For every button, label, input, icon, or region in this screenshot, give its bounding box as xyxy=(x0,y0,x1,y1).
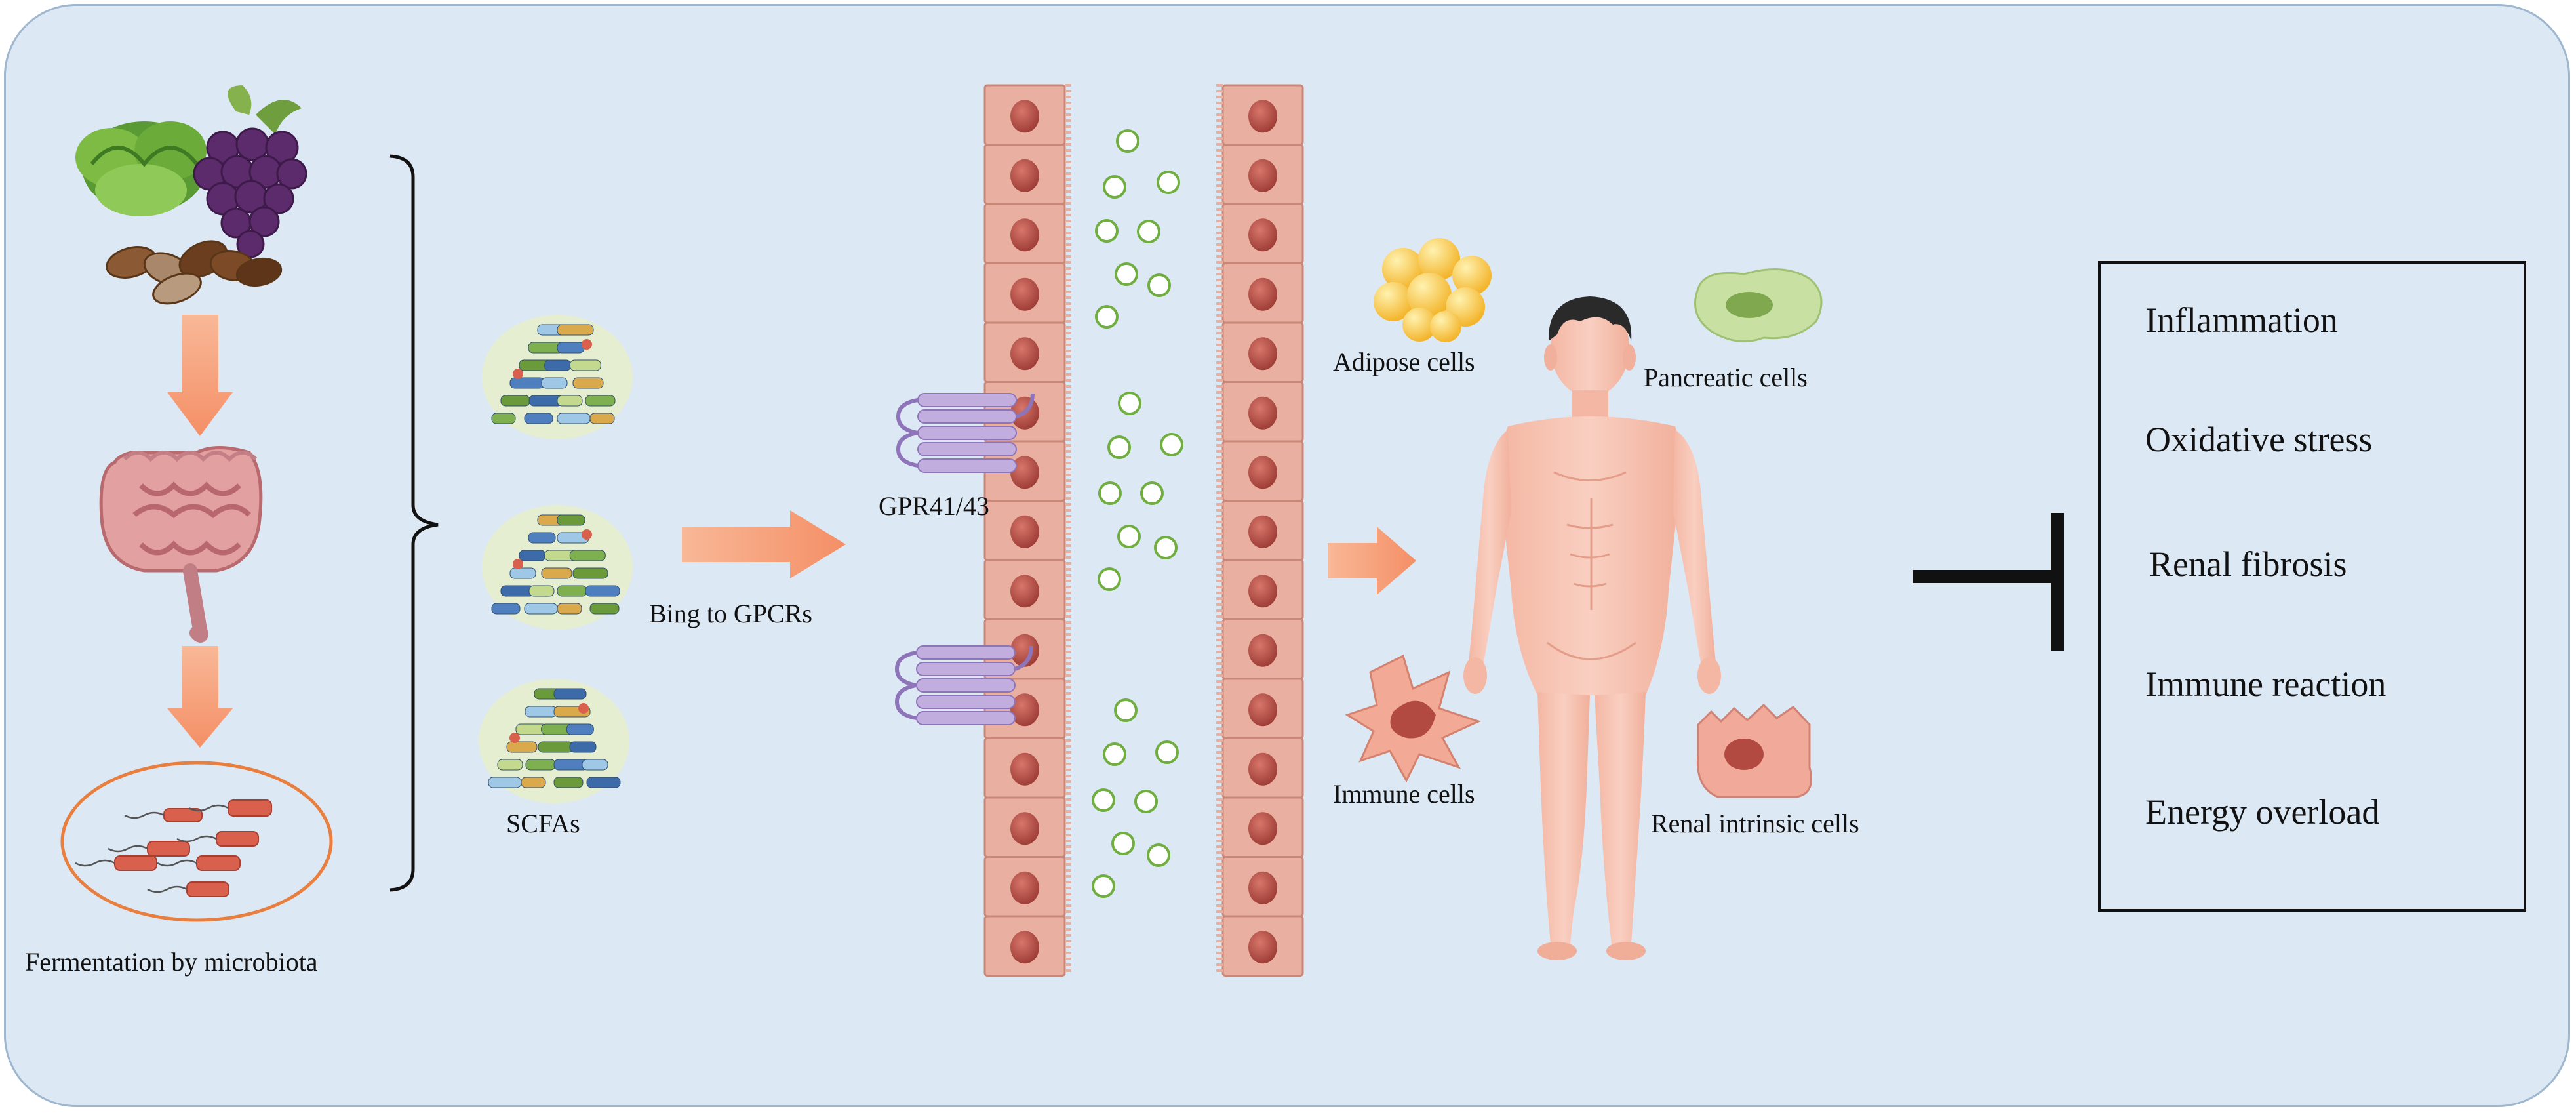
scfa-particle xyxy=(1095,219,1119,243)
microbiota-icon xyxy=(60,761,333,922)
food-icon xyxy=(75,85,307,305)
epithelial-cell xyxy=(1221,321,1304,383)
effect-immune-reaction: Immune reaction xyxy=(2145,664,2387,704)
epithelial-cell xyxy=(1221,915,1304,977)
epithelial-cell xyxy=(1221,500,1304,561)
epithelial-cell xyxy=(983,796,1066,858)
epithelial-layer xyxy=(1216,84,1304,977)
scfa-particle xyxy=(1147,843,1170,867)
epithelial-cell xyxy=(983,321,1066,383)
scfa-particle xyxy=(1092,788,1115,812)
scfa-pile-icon xyxy=(479,679,629,803)
epithelial-cell xyxy=(983,84,1066,146)
effect-renal-fibrosis: Renal fibrosis xyxy=(2149,544,2347,584)
epithelial-cell xyxy=(983,915,1066,977)
epithelial-cell xyxy=(1221,144,1304,205)
immune-cell-icon xyxy=(1345,654,1482,783)
inhibition-symbol xyxy=(1913,513,2064,651)
scfa-particle xyxy=(1118,392,1141,415)
scfa-particle xyxy=(1140,481,1164,505)
grouping-brace xyxy=(389,154,439,892)
pancreatic-cells-label: Pancreatic cells xyxy=(1644,363,1808,392)
adipose-cells-label: Adipose cells xyxy=(1333,347,1475,376)
human-body-icon xyxy=(1463,296,1721,960)
scfa-particle xyxy=(1134,790,1158,813)
intestine-icon xyxy=(99,446,263,643)
epithelial-layer xyxy=(983,84,1071,977)
nuts-icon xyxy=(106,240,283,305)
epithelial-cell xyxy=(983,144,1066,205)
epithelial-cell xyxy=(983,203,1066,264)
lettuce-icon xyxy=(75,121,207,216)
adipose-cells-icon xyxy=(1374,238,1492,342)
epithelial-cell xyxy=(1221,440,1304,502)
arrow-food-to-gut xyxy=(167,315,233,436)
scfa-particle xyxy=(1116,129,1139,153)
scfa-particle xyxy=(1103,742,1126,766)
receptor-label: GPR41/43 xyxy=(879,491,989,521)
scfa-particle xyxy=(1095,305,1119,329)
scfa-particle xyxy=(1107,435,1131,459)
scfa-particle xyxy=(1147,273,1171,297)
scfa-particle xyxy=(1117,525,1141,548)
renal-intrinsic-cells-label: Renal intrinsic cells xyxy=(1651,809,1859,838)
effect-inflammation: Inflammation xyxy=(2145,300,2338,340)
epithelial-cell xyxy=(1221,203,1304,264)
grapes-icon xyxy=(193,85,307,258)
scfa-particle xyxy=(1157,171,1180,194)
immune-cells-label: Immune cells xyxy=(1333,779,1475,809)
epithelial-cell xyxy=(1221,678,1304,739)
scfa-particle xyxy=(1111,832,1135,855)
scfa-particle xyxy=(1160,433,1183,456)
scfa-particle xyxy=(1098,481,1122,505)
scfa-particle xyxy=(1137,220,1160,243)
epithelial-cell xyxy=(983,856,1066,918)
bind-gpcrs-label: Bing to GPCRs xyxy=(649,599,812,628)
renal-cell-icon xyxy=(1696,703,1812,798)
scfa-particle xyxy=(1092,874,1115,898)
scfa-pile-icon xyxy=(482,315,633,439)
pancreatic-cell-icon xyxy=(1694,268,1823,343)
scfa-particle xyxy=(1115,262,1138,286)
effect-oxidative-stress: Oxidative stress xyxy=(2145,420,2373,459)
epithelial-cell xyxy=(983,262,1066,324)
scfa-particle xyxy=(1154,536,1178,559)
epithelial-cell xyxy=(1221,737,1304,799)
effects-box: Inflammation Oxidative stress Renal fibr… xyxy=(2098,261,2526,912)
scfa-particle xyxy=(1114,698,1138,722)
scfa-pile-icon xyxy=(482,505,633,630)
epithelial-cell xyxy=(1221,856,1304,918)
epithelial-cell xyxy=(983,737,1066,799)
gpr41-43-receptor-icon xyxy=(894,645,1033,725)
epithelial-cell xyxy=(983,500,1066,561)
scfas-label: SCFAs xyxy=(506,809,580,838)
epithelial-cell xyxy=(1221,262,1304,324)
epithelial-cell xyxy=(1221,618,1304,680)
scfa-particle xyxy=(1103,175,1126,199)
fermentation-label: Fermentation by microbiota xyxy=(25,947,318,977)
arrow-to-body xyxy=(1328,527,1416,595)
epithelial-cell xyxy=(1221,796,1304,858)
epithelial-cell xyxy=(983,559,1066,620)
epithelial-cell xyxy=(1221,559,1304,620)
scfa-particle xyxy=(1098,567,1121,591)
arrow-gut-to-microbiota xyxy=(167,646,233,748)
scfa-particle xyxy=(1155,740,1179,764)
epithelial-cell xyxy=(1221,381,1304,443)
epithelial-cell xyxy=(1221,84,1304,146)
effect-energy-overload: Energy overload xyxy=(2145,792,2380,832)
arrow-scfa-to-gpcr xyxy=(682,510,846,578)
gpr41-43-receptor-icon xyxy=(896,393,1035,473)
